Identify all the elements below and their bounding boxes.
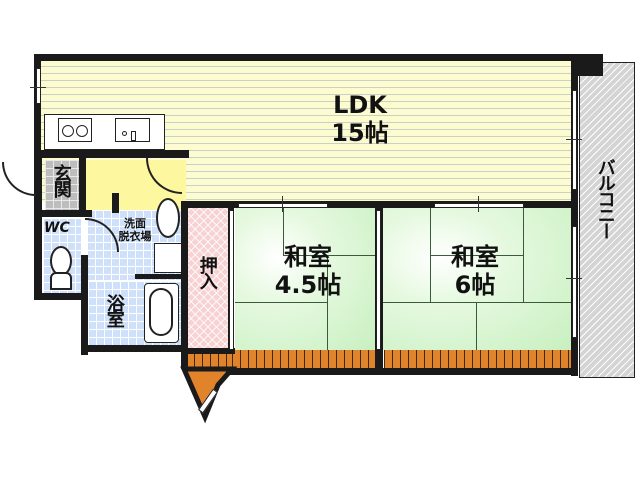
ldk-label: LDK 15帖 — [320, 91, 400, 147]
washroom-line2: 脱衣場 — [118, 229, 152, 243]
wash-basin-icon — [156, 198, 180, 238]
washitsu-45-room — [235, 208, 375, 350]
wall-closet-left — [181, 201, 188, 369]
washitsu-6-label: 和室 6帖 — [430, 243, 520, 299]
tatami-seam — [327, 255, 328, 350]
washing-machine-icon — [154, 243, 184, 273]
balcony — [579, 62, 635, 378]
wall-top — [34, 54, 579, 61]
wall-kitchen-bottom — [34, 150, 189, 158]
washitsu-6-room — [383, 208, 571, 350]
sink-icon — [115, 118, 150, 142]
wc-label: WC — [44, 220, 70, 236]
wall-right — [571, 54, 578, 376]
ldk-name: LDK — [333, 91, 387, 119]
toilet-icon — [50, 246, 74, 292]
window-washitsu6-right — [572, 226, 577, 338]
washitsu-45-name: 和室 — [284, 243, 332, 271]
dimension-tick — [478, 196, 479, 212]
dimension-tick — [30, 87, 46, 88]
washitsu-45-size: 4.5帖 — [274, 270, 342, 299]
wall-genkan-right — [79, 158, 86, 213]
tatami-seam — [283, 255, 375, 256]
bay-alcove — [186, 350, 232, 370]
wall-closet-bottom — [181, 348, 235, 354]
balcony-corner-block — [573, 54, 603, 76]
washitsu-6-name: 和室 — [451, 243, 499, 271]
fusuma-closet — [229, 210, 234, 350]
genkan-label: 玄関 — [50, 164, 72, 196]
wall-bottom — [226, 368, 578, 375]
wall-bath-bottom — [81, 345, 188, 352]
tatami-seam — [523, 208, 524, 302]
sliding-door-washitsu6 — [434, 203, 524, 208]
window-ldk-right — [572, 90, 577, 190]
bathtub-icon — [144, 283, 179, 343]
oshiire-closet — [188, 208, 228, 350]
fusuma-divider — [376, 210, 381, 350]
tatami-seam — [235, 302, 327, 303]
wall-hall-stub — [112, 193, 119, 213]
stove-icon — [58, 118, 92, 142]
bathroom-label: 浴室 — [103, 294, 125, 326]
wall-bath-left — [81, 255, 88, 355]
window-ldk-left — [36, 68, 41, 104]
wall-wc-bottom — [34, 293, 86, 300]
wall-bath-top — [135, 274, 183, 279]
sliding-door-washitsu45 — [238, 203, 328, 208]
washitsu-45-label: 和室 4.5帖 — [258, 243, 358, 299]
tatami-seam — [383, 302, 571, 303]
wall-left-ldk — [34, 54, 41, 158]
washroom-label: 洗面 脱衣場 — [112, 217, 158, 243]
dimension-tick — [566, 139, 582, 140]
tatami-seam — [283, 208, 284, 256]
tatami-seam — [476, 302, 477, 350]
genkan-area — [45, 160, 79, 210]
wall-genkan-left — [34, 158, 42, 298]
bay-alcove-point — [180, 366, 238, 424]
wood-floor-strip-2 — [384, 350, 572, 370]
dimension-tick — [282, 196, 283, 212]
washitsu-6-size: 6帖 — [454, 270, 496, 299]
washroom-line1: 洗面 — [124, 217, 146, 230]
wall-wc-top — [34, 210, 92, 217]
oshiire-label: 押入 — [196, 256, 218, 288]
ldk-size: 15帖 — [331, 118, 389, 147]
balcony-label: バルコニー — [594, 158, 616, 238]
tatami-seam — [430, 255, 523, 256]
wood-floor-strip-1 — [232, 350, 376, 370]
dimension-tick — [566, 278, 582, 279]
front-door-icon[interactable] — [2, 162, 36, 196]
